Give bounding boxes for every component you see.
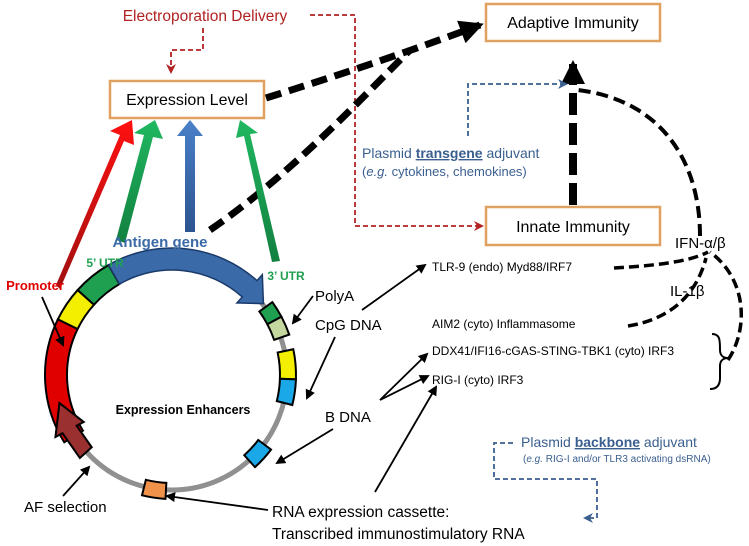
polya-segment (266, 315, 291, 342)
tlr9-to-ifn-curve (613, 250, 709, 270)
promoter-label: Promoter (6, 278, 64, 293)
polya-label: PolyA (315, 288, 354, 305)
rna-cassette-line1: RNA expression cassette: (272, 504, 449, 521)
utr3-arrow (236, 120, 280, 262)
sensor-aim2: AIM2 (cyto) Inflammasome (432, 317, 576, 331)
bdna-pointer (275, 428, 334, 465)
il1b-label: IL-1β (670, 283, 705, 300)
b-dna-label: B DNA (325, 409, 371, 426)
cpg-cyan-segment (275, 377, 297, 407)
electroporation-to-innate-arrow (310, 14, 484, 231)
antigen-gene-segment (107, 247, 265, 305)
af-selection-label: AF selection (24, 499, 107, 516)
cpg-to-tlr9-arrow (361, 263, 427, 311)
innate-immunity-label: Innate Immunity (516, 219, 630, 236)
electroporation-to-expression-arrow (166, 28, 204, 74)
bdna-to-ddx41-arrow (379, 375, 430, 401)
sensor-tlr9: TLR-9 (endo) Myd88/IRF7 (432, 260, 572, 274)
expression-enhancers-label: Expression Enhancers (116, 403, 251, 417)
rna-cassette-line2: Transcribed immunostimulatory RNA (272, 526, 525, 543)
antigen-to-adaptive-arrow (208, 47, 413, 233)
transgene-adjuvant-examples: (e.g. cytokines, chemokines) (362, 164, 527, 179)
transgene-adjuvant-arrow (467, 79, 568, 136)
brace-to-ifn-curve (708, 250, 744, 361)
utr5-arrow (116, 120, 163, 243)
cpg-dna-label: CpG DNA (315, 317, 382, 334)
aim2-to-il1b-curve (627, 257, 708, 328)
electroporation-label: Electroporation Delivery (123, 8, 288, 25)
af-selection-segment (54, 401, 94, 460)
backbone-adjuvant-arrow (493, 442, 598, 523)
expression-level-box: Expression Level (108, 79, 266, 120)
adaptive-immunity-box: Adaptive Immunity (484, 2, 662, 43)
promoter-pointer (41, 296, 65, 347)
rna-to-rigi-arrow (374, 385, 438, 493)
innate-immunity-box: Innate Immunity (484, 205, 662, 247)
expression-level-label: Expression Level (126, 92, 248, 109)
rna-cassette-segment (140, 478, 168, 500)
adaptive-immunity-label: Adaptive Immunity (507, 15, 639, 32)
backbone-adjuvant-text: Plasmid backbone adjuvant (521, 434, 697, 450)
backbone-adjuvant-examples: (e.g. RIG-I and/or TLR3 activating dsRNA… (523, 454, 711, 465)
utr3-label: 3’ UTR (267, 269, 305, 283)
polya-pointer (291, 295, 314, 325)
rna-cassette-pointer (165, 492, 269, 511)
ifn-to-adaptive-curve (577, 88, 702, 237)
promoter-arrow (56, 120, 134, 289)
sensor-brace (709, 333, 729, 390)
transgene-adjuvant-text: Plasmid transgene adjuvant (362, 145, 540, 161)
bdna-to-aim2-arrow (379, 352, 429, 401)
cpg-pointer (305, 336, 336, 400)
sensor-ddx41: DDX41/IFI16-cGAS-STING-TBK1 (cyto) IRF3 (432, 344, 674, 358)
bdna-segment (242, 438, 273, 469)
cpg-yellow-segment (276, 348, 297, 381)
af-selection-pointer (62, 465, 91, 497)
expression-to-adaptive-arrow (264, 20, 484, 102)
antigen-arrow (177, 120, 203, 232)
utr5-label: 5’ UTR (86, 256, 124, 270)
plasmid-segments (44, 247, 297, 500)
ifn-label: IFN-α/β (675, 235, 726, 252)
antigen-gene-label: Antigen gene (112, 234, 207, 251)
sensor-rigi: RIG-I (cyto) IRF3 (432, 373, 524, 387)
